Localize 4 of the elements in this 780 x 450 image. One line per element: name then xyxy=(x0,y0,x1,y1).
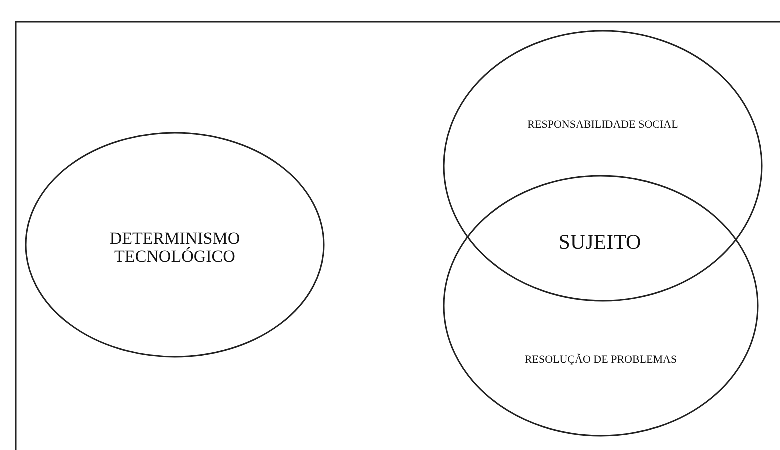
oval-label: RESOLUÇÃO DE PROBLEMAS xyxy=(524,355,678,367)
oval-label: DETERMINISMO TECNOLÓGICO xyxy=(108,230,242,266)
overlap-label: SUJEITO xyxy=(558,230,642,255)
oval-label: RESPONSABILIDADE SOCIAL xyxy=(526,120,680,132)
